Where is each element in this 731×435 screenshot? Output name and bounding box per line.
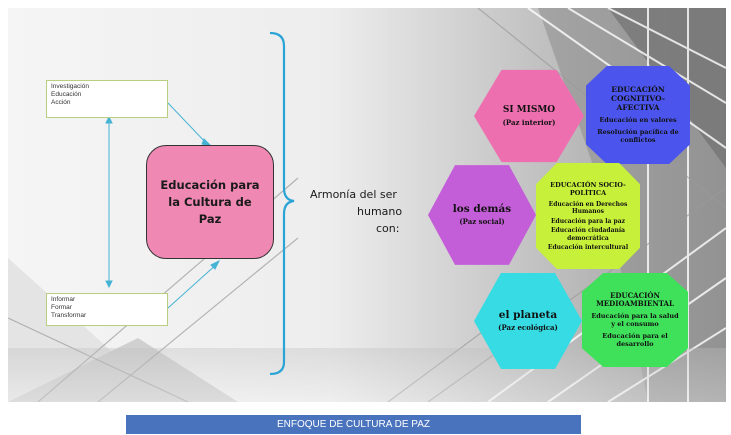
- group-item: Educación en valores: [599, 116, 677, 125]
- group-socio-politica: EDUCACIÓN SOCIO-POLÍTICA Educación en De…: [536, 163, 640, 269]
- group-item: Educación para la paz: [550, 217, 626, 225]
- top-box-line: Acción: [51, 99, 71, 106]
- group-medioambiental: EDUCACIÓN MEDIOAMBIENTAL Educación para …: [582, 273, 688, 367]
- top-box-line: Investigación: [51, 83, 89, 90]
- group-cognitivo-afectiva: EDUCACIÓN COGNITIVO-AFECTIVA Educación e…: [586, 66, 690, 164]
- bottom-box-line: Transformar: [51, 312, 87, 319]
- group-item: Educación intercultural: [547, 244, 629, 251]
- group-item: Resolución pacífica de conflictos: [597, 127, 679, 145]
- bottom-box-line: Formar: [51, 304, 72, 311]
- group-item: Educación en Derechos Humanos: [548, 200, 628, 216]
- group-title: EDUCACIÓN SOCIO-POLÍTICA: [550, 180, 626, 198]
- center-box-label: Educación para la Cultura de Paz: [160, 177, 260, 226]
- top-box: Investigación Educación Acción: [46, 80, 168, 118]
- group-title: EDUCACIÓN MEDIOAMBIENTAL: [596, 290, 674, 308]
- armonia-line-2: humano: [357, 205, 403, 218]
- bottom-box: Informar Formar Transformar: [46, 293, 168, 326]
- group-item: Educación para el desarrollo: [602, 331, 668, 349]
- group-item: Educación ciudadanía democrática: [550, 227, 626, 242]
- caption-bar: ENFOQUE DE CULTURA DE PAZ: [126, 415, 581, 434]
- center-box: Educación para la Cultura de Paz: [146, 145, 274, 259]
- hexagon-subtitle: (Paz social): [459, 217, 505, 226]
- brace: [269, 31, 295, 376]
- diagram-frame: Investigación Educación Acción Informar …: [8, 8, 726, 402]
- hexagon-title: SI MISMO: [502, 105, 556, 115]
- group-title: EDUCACIÓN COGNITIVO-AFECTIVA: [611, 85, 665, 113]
- caption-text: ENFOQUE DE CULTURA DE PAZ: [277, 419, 430, 430]
- bottom-box-line: Informar: [51, 296, 76, 303]
- hexagon-title: el planeta: [498, 309, 558, 321]
- armonia-line-3: con:: [376, 222, 400, 235]
- hexagon-el-planeta: el planeta (Paz ecológica): [474, 273, 582, 369]
- armonia-line-1: Armonía del ser: [310, 188, 397, 201]
- hexagon-subtitle: (Paz interior): [502, 118, 556, 127]
- top-box-line: Educación: [51, 91, 82, 98]
- hexagon-subtitle: (Paz ecológica): [498, 323, 558, 332]
- group-item: Educación para la salud y el consumo: [591, 311, 679, 329]
- hexagon-title: los demás: [452, 203, 512, 215]
- hexagon-los-demas: los demás (Paz social): [428, 165, 536, 265]
